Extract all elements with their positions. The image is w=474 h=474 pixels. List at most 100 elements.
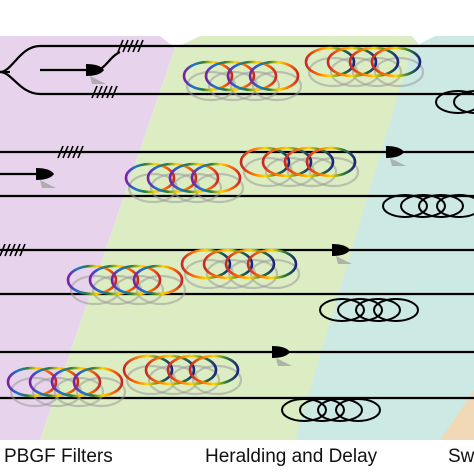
ring-resonator-row3-b <box>202 248 254 280</box>
stage-bands <box>0 36 474 440</box>
ring-resonator-row4-b <box>188 354 240 386</box>
ring-resonator-row3-b-shadow <box>227 258 279 290</box>
hatch-marks-3 <box>14 243 21 257</box>
hatch-marks-1b <box>96 85 103 99</box>
ring-resonator-row4-b <box>122 354 174 386</box>
ring-resonator-row4-b-shadow <box>191 364 243 396</box>
hatch-marks-2 <box>62 145 69 159</box>
ring-resonator-row4-a-shadow <box>75 376 127 408</box>
ring-resonator-row1-b-shadow <box>351 56 403 88</box>
hatch-marks-1b <box>101 85 108 99</box>
ring-resonator-row1-a <box>226 60 278 92</box>
delay-coil-row3 <box>373 298 419 322</box>
ring-resonator-row2-b <box>261 146 313 178</box>
hatch-marks-3 <box>4 243 11 257</box>
ring-resonator-row1-a <box>182 60 234 92</box>
hatch-marks-3 <box>0 243 6 257</box>
ring-resonator-row2-a-shadow <box>171 172 223 204</box>
ring-resonator-row3-b <box>224 248 276 280</box>
branch-1 <box>40 50 121 72</box>
delay-coil-row4 <box>317 398 363 422</box>
delay-coil-row2 <box>418 194 464 218</box>
herald-arrow-3 <box>332 244 350 256</box>
herald-arrow-4 <box>272 346 290 358</box>
hatch-marks-3 <box>19 243 26 257</box>
ring-resonator-row3-a-shadow <box>135 274 187 306</box>
ring-resonator-row4-b-shadow <box>169 364 221 396</box>
hatch-marks-2 <box>57 145 64 159</box>
ring-resonator-row1-b <box>348 46 400 78</box>
ring-resonator-row1-b-shadow <box>373 56 425 88</box>
delay-coil-row3 <box>337 298 383 322</box>
delay-coil-row2 <box>400 194 446 218</box>
hatch-marks-2 <box>77 145 84 159</box>
ring-resonator-row4-b <box>144 354 196 386</box>
delay-coil-row4 <box>299 398 345 422</box>
hatch-marks-1b <box>106 85 113 99</box>
herald-arrow-4-shadow <box>276 358 292 366</box>
ring-resonator-row3-a-shadow <box>113 274 165 306</box>
herald-arrow-2-shadow <box>390 158 406 166</box>
ring-resonator-row2-b <box>283 146 335 178</box>
ring-resonator-row3-b <box>180 248 232 280</box>
ring-resonator-row4-a <box>50 366 102 398</box>
detector-arrow-2 <box>36 168 54 180</box>
ring-resonator-row2-b <box>239 146 291 178</box>
delay-coil-row1 <box>453 90 474 114</box>
ring-resonator-row1-b <box>370 46 422 78</box>
hatch-marks-1a <box>132 39 139 53</box>
delay-coil-row3 <box>355 298 401 322</box>
photonic-circuit <box>0 39 474 422</box>
ring-resonator-row3-a <box>110 264 162 296</box>
switch-band-orange <box>440 390 474 440</box>
hatch-marks-1b <box>91 85 98 99</box>
delay-coil-row4 <box>335 398 381 422</box>
delay-coil-row2 <box>382 194 428 218</box>
ring-resonator-row3-b <box>246 248 298 280</box>
ring-resonator-row4-a-shadow <box>53 376 105 408</box>
detector-arrow-2-shadow <box>40 180 56 188</box>
detector-arrow-1-shadow <box>90 76 106 84</box>
hatch-marks-2 <box>72 145 79 159</box>
ring-resonator-row2-b-shadow <box>308 156 360 188</box>
ring-resonator-row1-a-shadow <box>229 70 281 102</box>
heralding-band-teal <box>295 36 474 440</box>
pbgf-band-purple <box>0 36 175 440</box>
ring-resonator-row2-b <box>305 146 357 178</box>
ring-resonator-row4-a <box>72 366 124 398</box>
ring-resonator-row4-a <box>6 366 58 398</box>
hatch-marks-2 <box>67 145 74 159</box>
label-pbgf-filters: PBGF Filters <box>4 446 113 467</box>
ring-resonator-row1-a <box>204 60 256 92</box>
label-switch: Sw <box>448 446 474 467</box>
ring-resonator-row2-a <box>124 162 176 194</box>
ring-resonator-row3-b-shadow <box>249 258 301 290</box>
ring-resonator-row1-a-shadow <box>251 70 303 102</box>
ring-resonator-row1-b <box>304 46 356 78</box>
label-heralding-delay: Heralding and Delay <box>205 446 378 467</box>
ring-resonator-row2-a <box>146 162 198 194</box>
delay-coil-row2 <box>436 194 474 218</box>
ring-resonator-row1-a <box>248 60 300 92</box>
ring-resonator-row2-a <box>168 162 220 194</box>
ring-resonator-row3-a <box>132 264 184 296</box>
hatch-marks-1a <box>122 39 129 53</box>
ring-resonator-row2-b-shadow <box>286 156 338 188</box>
ring-resonator-row1-b <box>326 46 378 78</box>
hatch-marks-3 <box>9 243 16 257</box>
herald-arrow-3-shadow <box>336 256 352 264</box>
ring-resonator-row2-a-shadow <box>193 172 245 204</box>
ring-resonator-row3-a <box>66 264 118 296</box>
delay-coil-row1 <box>435 90 474 114</box>
ring-resonator-row2-a <box>190 162 242 194</box>
herald-arrow-2 <box>386 146 404 158</box>
ring-resonator-row4-a <box>28 366 80 398</box>
hatch-marks-1a <box>137 39 144 53</box>
hatch-marks-1b <box>111 85 118 99</box>
ring-resonator-row3-a <box>88 264 140 296</box>
hatch-marks-1a <box>127 39 134 53</box>
delay-coil-row3 <box>319 298 365 322</box>
hatch-marks-1a <box>117 39 124 53</box>
delay-coil-row4 <box>281 398 327 422</box>
